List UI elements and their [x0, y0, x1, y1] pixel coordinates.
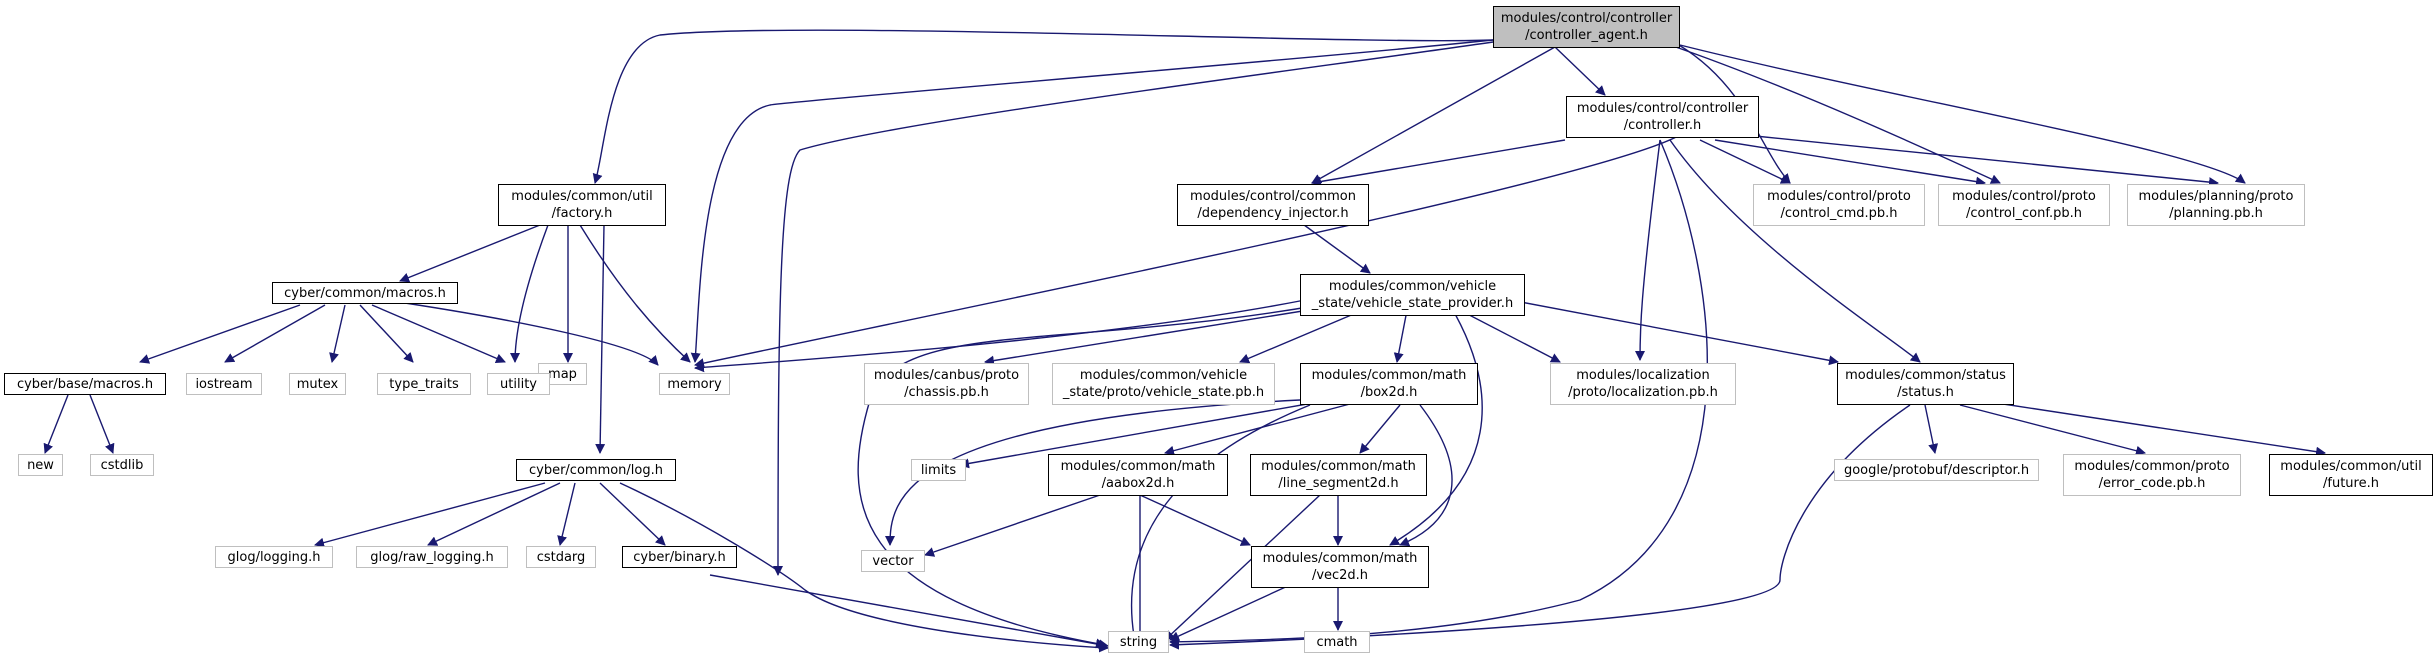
edge — [1669, 139, 1921, 363]
edge — [314, 482, 546, 548]
edge — [89, 394, 115, 454]
node-utility: utility — [487, 373, 550, 395]
edge — [1311, 46, 1556, 184]
edge — [399, 224, 541, 283]
edge — [694, 299, 1306, 373]
node-new: new — [18, 454, 63, 476]
node-glog-raw-logging: glog/raw_logging.h — [356, 546, 508, 568]
node-cstdarg: cstdarg — [526, 546, 596, 568]
node-vector: vector — [861, 550, 925, 572]
edge — [694, 134, 1681, 369]
edge — [709, 574, 1109, 650]
edge — [984, 304, 1341, 366]
edge — [1128, 404, 1311, 643]
edge — [359, 304, 414, 363]
edge — [773, 41, 1494, 576]
node-factory: modules/common/util /factory.h — [498, 184, 666, 226]
edge — [1389, 304, 1483, 546]
edge — [139, 304, 301, 364]
edge — [1169, 584, 1291, 641]
edge — [1924, 404, 1939, 454]
edge — [1311, 139, 1566, 187]
node-vec2d: modules/common/math /vec2d.h — [1251, 546, 1429, 588]
node-limits: limits — [911, 459, 966, 481]
node-map: map — [538, 363, 587, 385]
edge — [1679, 44, 2246, 184]
edge — [1699, 139, 1791, 184]
edge — [371, 304, 506, 364]
node-iostream: iostream — [186, 373, 262, 395]
node-type-traits: type_traits — [377, 373, 471, 395]
edge — [1754, 135, 2219, 188]
node-dependency-injector: modules/control/common /dependency_injec… — [1177, 184, 1369, 226]
node-control-conf: modules/control/proto /control_conf.pb.h — [1938, 184, 2110, 226]
edge — [959, 399, 1331, 469]
node-status: modules/common/status /status.h — [1837, 363, 2014, 405]
edge — [579, 224, 691, 363]
edge — [224, 304, 326, 363]
edge — [1299, 221, 1371, 274]
node-localization-pb: modules/localization /proto/localization… — [1550, 363, 1736, 405]
edge — [1359, 404, 1401, 454]
edge — [599, 482, 666, 546]
edge — [595, 224, 606, 454]
edge — [427, 482, 561, 546]
node-error-code-pb: modules/common/proto /error_code.pb.h — [2063, 454, 2241, 496]
node-cyber-binary: cyber/binary.h — [622, 546, 737, 568]
edge — [592, 29, 1494, 184]
node-memory: memory — [659, 373, 730, 395]
node-mutex: mutex — [289, 373, 346, 395]
edge — [690, 39, 1494, 363]
edge — [1164, 399, 1366, 456]
node-cyber-base-macros: cyber/base/macros.h — [4, 373, 166, 395]
node-glog-logging: glog/logging.h — [215, 546, 333, 568]
node-protobuf-descriptor: google/protobuf/descriptor.h — [1834, 459, 2039, 481]
edge — [1989, 401, 2326, 457]
edge — [1714, 139, 1986, 187]
node-string: string — [1108, 631, 1169, 653]
edge — [1959, 404, 2146, 456]
node-cmath: cmath — [1304, 631, 1370, 653]
edge — [1635, 139, 1661, 361]
edge — [1139, 494, 1251, 546]
node-planning: modules/planning/proto /planning.pb.h — [2127, 184, 2305, 226]
node-box2d: modules/common/math /box2d.h — [1300, 363, 1478, 405]
node-vehicle-state-pb: modules/common/vehicle _state/proto/vehi… — [1052, 363, 1275, 405]
edge — [1669, 44, 2001, 184]
node-vehicle-state-provider: modules/common/vehicle _state/vehicle_st… — [1300, 274, 1525, 316]
edge — [510, 224, 549, 363]
node-aabox2d: modules/common/math /aabox2d.h — [1048, 454, 1228, 496]
edge — [1399, 404, 1453, 547]
edge — [43, 394, 69, 454]
edge — [1169, 139, 1708, 647]
edge — [557, 482, 576, 546]
node-control-cmd: modules/control/proto /control_cmd.pb.h — [1753, 184, 1925, 226]
node-cstdlib: cstdlib — [90, 454, 154, 476]
node-controller: modules/control/controller /controller.h — [1566, 96, 1759, 138]
edge — [1164, 494, 1321, 641]
node-line-segment2d: modules/common/math /line_segment2d.h — [1250, 454, 1427, 496]
edge — [924, 494, 1101, 557]
node-chassis-pb: modules/canbus/proto /chassis.pb.h — [864, 363, 1029, 405]
node-cyber-common-macros: cyber/common/macros.h — [272, 282, 458, 304]
node-future: modules/common/util /future.h — [2269, 454, 2433, 496]
edge — [1554, 46, 1606, 96]
node-cyber-common-log: cyber/common/log.h — [516, 459, 676, 481]
edge — [384, 299, 659, 366]
node-controller-agent: modules/control/controller /controller_a… — [1493, 6, 1680, 48]
edge — [1509, 299, 1839, 366]
edge — [329, 304, 346, 363]
